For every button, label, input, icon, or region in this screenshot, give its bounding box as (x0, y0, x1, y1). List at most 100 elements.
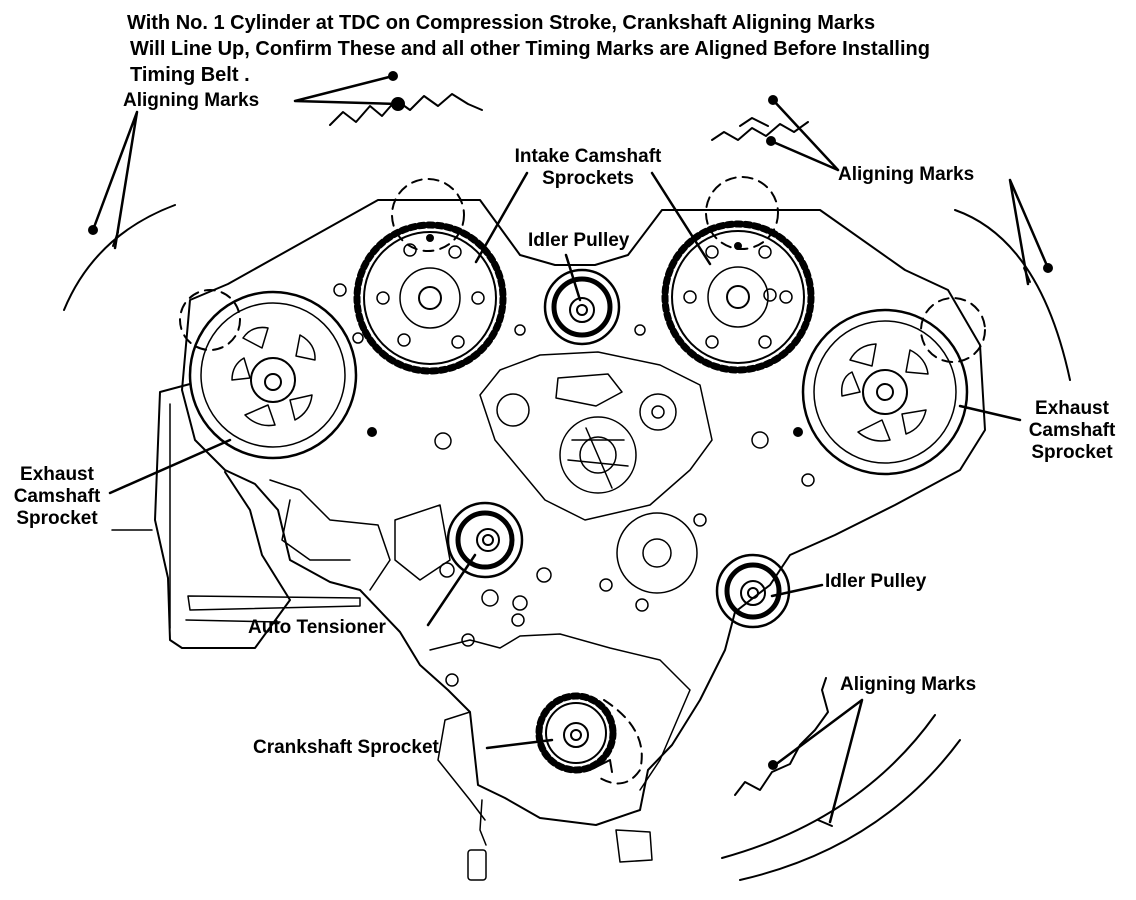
header-line-1: With No. 1 Cylinder at TDC on Compressio… (127, 12, 876, 34)
leader-top-left-marks (293, 74, 400, 106)
bottom-right-belt-line-2 (739, 739, 961, 881)
leader-intake-right (650, 171, 712, 266)
label-idler-pulley-right: Idler Pulley (825, 571, 927, 592)
left-intake-dashed-mark (391, 178, 465, 252)
leader-left-arc (91, 110, 139, 250)
engine-block-outline (181, 199, 986, 826)
right-exhaust-dashed-mark (920, 297, 986, 363)
crankshaft-sprocket-rim (545, 702, 607, 764)
sensor-plug (467, 849, 487, 881)
header-line-2: Will Line Up, Confirm These and all othe… (130, 38, 930, 60)
engine-mount-left (154, 383, 291, 649)
tensioner-bracket (394, 504, 451, 581)
casting-window (555, 373, 623, 407)
left-arc-detail (63, 204, 176, 311)
water-pump-outer (559, 416, 637, 494)
label-exhaust-right-line-3: Sprocket (1031, 442, 1113, 463)
label-aligning-marks-top-left: Aligning Marks (123, 90, 260, 111)
label-exhaust-right-line-2: Camshaft (1028, 420, 1116, 441)
label-auto-tensioner: Auto Tensioner (248, 617, 386, 638)
leader-intake-left (474, 171, 529, 264)
top-left-mark-detail (329, 93, 483, 126)
block-dot-left (367, 427, 377, 437)
right-exhaust-sprocket-hub (862, 369, 908, 415)
label-exhaust-left-line-2: Camshaft (13, 486, 101, 507)
top-right-mark-detail-2 (739, 117, 769, 127)
left-intake-sprocket-teeth (353, 221, 507, 375)
bottom-bracket (615, 829, 653, 863)
mount-rib-3 (185, 619, 281, 623)
mount-arm (269, 479, 391, 591)
right-intake-sprocket-center (726, 285, 750, 309)
label-exhaust-camshaft-sprocket-right: Exhaust Camshaft Sprocket (1012, 398, 1132, 464)
right-exhaust-sprocket-spokes (840, 343, 929, 442)
block-dot-right (793, 427, 803, 437)
label-intake-line-2: Sprockets (542, 168, 634, 189)
lower-idler-pulley-hub (740, 580, 766, 606)
bolt-holes (333, 283, 815, 687)
water-pump-vanes (567, 427, 629, 489)
header-line-3: Timing Belt . (130, 64, 250, 86)
auto-tensioner-hub (476, 528, 500, 552)
left-intake-mark-dot (426, 234, 434, 242)
label-idler-pulley-top: Idler Pulley (528, 230, 630, 251)
oil-pump-inner (642, 538, 672, 568)
left-exhaust-sprocket-hub (250, 357, 296, 403)
top-idler-pulley-groove (551, 276, 613, 338)
water-pump-inner (579, 436, 617, 474)
oil-pan-edge (437, 711, 486, 821)
top-right-mark-detail (711, 121, 809, 141)
left-exhaust-dashed-mark (179, 289, 241, 351)
bottom-right-mark-tick (817, 819, 833, 827)
right-exhaust-sprocket-outer (801, 308, 969, 476)
right-exhaust-sprocket-rim (813, 320, 957, 464)
auto-tensioner-groove (455, 510, 515, 570)
label-crankshaft-sprocket: Crankshaft Sprocket (253, 737, 439, 758)
bottom-right-belt-line (721, 714, 936, 859)
left-exhaust-sprocket-spokes (231, 326, 316, 427)
boss-left (496, 393, 530, 427)
left-exhaust-sprocket-center (264, 373, 282, 391)
right-exhaust-sprocket-center (876, 383, 894, 401)
lower-idler-pulley-groove (724, 562, 782, 620)
left-intake-sprocket-hub (399, 267, 461, 329)
top-idler-pulley-outer (543, 268, 621, 346)
right-intake-sprocket-hub (707, 266, 769, 328)
leader-idler-right (770, 583, 824, 598)
bottom-right-zigzag (734, 677, 829, 796)
mount-arm-2 (281, 499, 351, 561)
label-intake-line-1: Intake Camshaft (514, 146, 662, 167)
crankshaft-sprocket-teeth (535, 692, 617, 774)
right-intake-mark-dot (734, 242, 742, 250)
top-idler-pulley-center (576, 304, 588, 316)
left-exhaust-sprocket-outer (188, 290, 358, 460)
leader-crankshaft (485, 738, 554, 750)
lower-idler-pulley-center (747, 587, 759, 599)
label-aligning-marks-bottom-right: Aligning Marks (840, 674, 977, 695)
crankshaft-sprocket-center (570, 729, 582, 741)
oil-pump-outer (616, 512, 698, 594)
leader-tensioner (426, 553, 477, 627)
left-intake-sprocket-holes (376, 243, 485, 349)
right-intake-sprocket-teeth (661, 220, 815, 374)
label-exhaust-right-line-1: Exhaust (1035, 398, 1109, 419)
leader-right-arc (1008, 178, 1050, 286)
dipstick-tube (479, 799, 487, 846)
leader-exhaust-left (108, 438, 232, 495)
left-exhaust-sprocket-rim (200, 302, 346, 448)
right-intake-sprocket-holes (683, 245, 793, 349)
top-idler-pulley-hub (569, 297, 595, 323)
label-intake-camshaft-sprockets: Intake Camshaft Sprockets (488, 146, 688, 190)
label-aligning-marks-top-right: Aligning Marks (838, 164, 975, 185)
lower-cover (429, 633, 691, 791)
leader-exhaust-right (958, 404, 1022, 422)
auto-tensioner-center (482, 534, 494, 546)
leader-top-right-marks (769, 98, 840, 172)
crankshaft-mark-arrow (589, 759, 613, 773)
left-intake-sprocket-center (418, 286, 442, 310)
mount-rib-2 (187, 595, 361, 611)
label-exhaust-left-line-3: Sprocket (16, 508, 98, 529)
right-intake-dashed-mark (705, 176, 779, 250)
